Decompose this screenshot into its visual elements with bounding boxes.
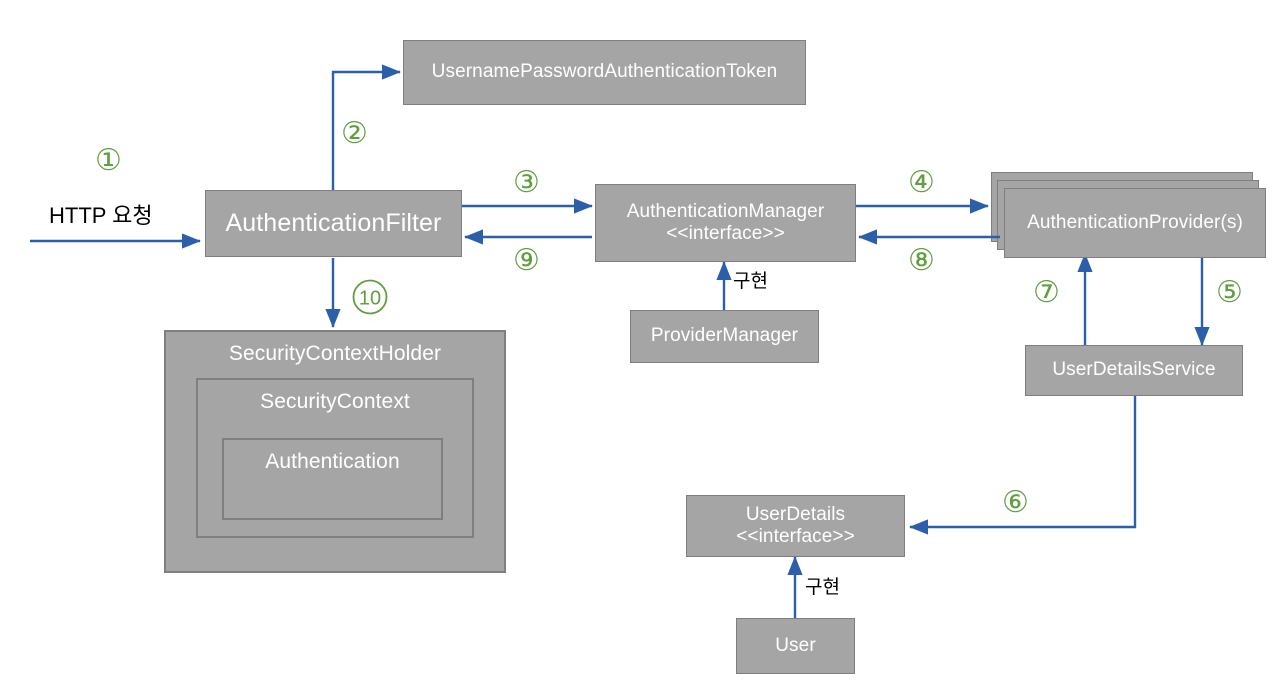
step-number-10: 10 (348, 275, 392, 319)
box-provider-manager[interactable]: ProviderManager (630, 310, 819, 363)
box-label-line2: <<interface>> (666, 223, 785, 244)
step-number-10-icon: 10 (352, 279, 388, 315)
box-label: SecurityContext (260, 390, 410, 413)
label-http-request: HTTP 요청 (49, 203, 153, 228)
box-label: Authentication (265, 450, 400, 473)
step-number-10-text: 10 (359, 288, 381, 310)
box-authentication-provider[interactable]: AuthenticationProvider(s) (1004, 188, 1266, 258)
step-number-9: ⑨ (513, 244, 540, 277)
step-number-2: ② (341, 117, 368, 150)
box-label: UserDetailsService (1052, 359, 1216, 381)
arrow-step-6 (909, 396, 1137, 535)
box-authentication-manager[interactable]: AuthenticationManager <<interface>> (595, 184, 856, 262)
box-label-line2: <<interface>> (736, 526, 855, 547)
step-number-6: ⑥ (1002, 486, 1029, 519)
label-implements-user: 구현 (805, 577, 840, 598)
step-number-5: ⑤ (1216, 276, 1243, 309)
box-label: AuthenticationProvider(s) (1027, 211, 1243, 233)
box-authentication-filter[interactable]: AuthenticationFilter (205, 190, 462, 257)
box-label: AuthenticationFilter (225, 208, 442, 237)
box-username-password-authentication-token[interactable]: UsernamePasswordAuthenticationToken (403, 40, 806, 105)
box-user-details-service[interactable]: UserDetailsService (1025, 345, 1243, 396)
box-user[interactable]: User (736, 618, 855, 674)
box-label: UsernamePasswordAuthenticationToken (431, 61, 778, 83)
step-number-7: ⑦ (1033, 276, 1060, 309)
step-number-8: ⑧ (908, 244, 935, 277)
step-number-1: ① (95, 144, 122, 177)
box-label-line1: AuthenticationManager (626, 200, 825, 222)
step-number-4: ④ (908, 166, 935, 199)
arrow-step-2 (331, 64, 401, 190)
label-implements-provider-manager: 구현 (733, 271, 768, 292)
box-authentication[interactable]: Authentication (222, 438, 443, 520)
box-user-details[interactable]: UserDetails <<interface>> (686, 495, 905, 557)
step-number-3: ③ (513, 166, 540, 199)
box-label-line1: UserDetails (745, 503, 846, 525)
box-label: SecurityContextHolder (228, 342, 442, 365)
box-label: ProviderManager (650, 325, 799, 347)
box-label: User (775, 634, 816, 656)
